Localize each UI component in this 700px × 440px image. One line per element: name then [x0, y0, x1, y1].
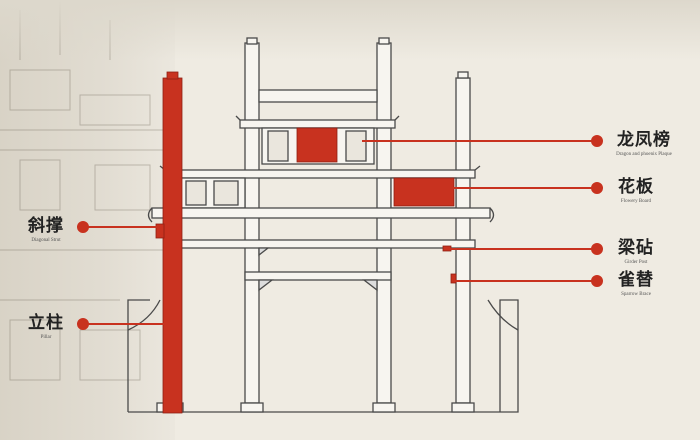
- label-pillar-en: Pillar: [40, 335, 52, 340]
- label-girder: 梁砧 Girder Post: [608, 238, 664, 266]
- label-plaque-zh: 龙凤榜: [617, 130, 671, 150]
- label-sparrow: 雀替 Sparrow Brace: [608, 270, 664, 298]
- label-pillar-zh: 立柱: [28, 313, 64, 333]
- highlight-plaque: [296, 127, 338, 163]
- label-board-en: Flowery Board: [620, 199, 652, 204]
- pillar-center-left: [244, 42, 260, 404]
- label-pillar: 立柱 Pillar: [18, 313, 74, 341]
- background-left-panel: [0, 0, 175, 440]
- pillar-center-right: [376, 42, 392, 404]
- label-board: 花板 Flowery Board: [608, 177, 664, 205]
- label-plaque: 龙凤榜 Dragon and phoenix Plaque: [608, 130, 680, 158]
- highlight-board: [393, 177, 455, 207]
- highlight-pillar: [162, 77, 183, 414]
- label-strut: 斜撑 Diagonal Strut: [18, 216, 74, 244]
- background-top-fade: [0, 0, 700, 60]
- top-roof: [239, 119, 396, 129]
- base-curve-left: [127, 299, 161, 331]
- label-sparrow-en: Sparrow Brace: [621, 292, 651, 297]
- highlight-strut: [155, 223, 165, 239]
- label-sparrow-zh: 雀替: [618, 270, 654, 290]
- base-curve-right: [487, 299, 519, 331]
- label-girder-en: Girder Post: [624, 260, 648, 265]
- label-plaque-en: Dragon and phoenix Plaque: [616, 152, 672, 157]
- label-strut-en: Diagonal Strut: [31, 238, 61, 243]
- main-beam: [151, 207, 491, 219]
- lower-beam: [164, 239, 476, 249]
- label-strut-zh: 斜撑: [28, 216, 64, 236]
- highlight-sparrow: [450, 273, 457, 284]
- label-girder-zh: 梁砧: [618, 238, 654, 258]
- middle-roof: [164, 169, 476, 179]
- label-board-zh: 花板: [618, 177, 654, 197]
